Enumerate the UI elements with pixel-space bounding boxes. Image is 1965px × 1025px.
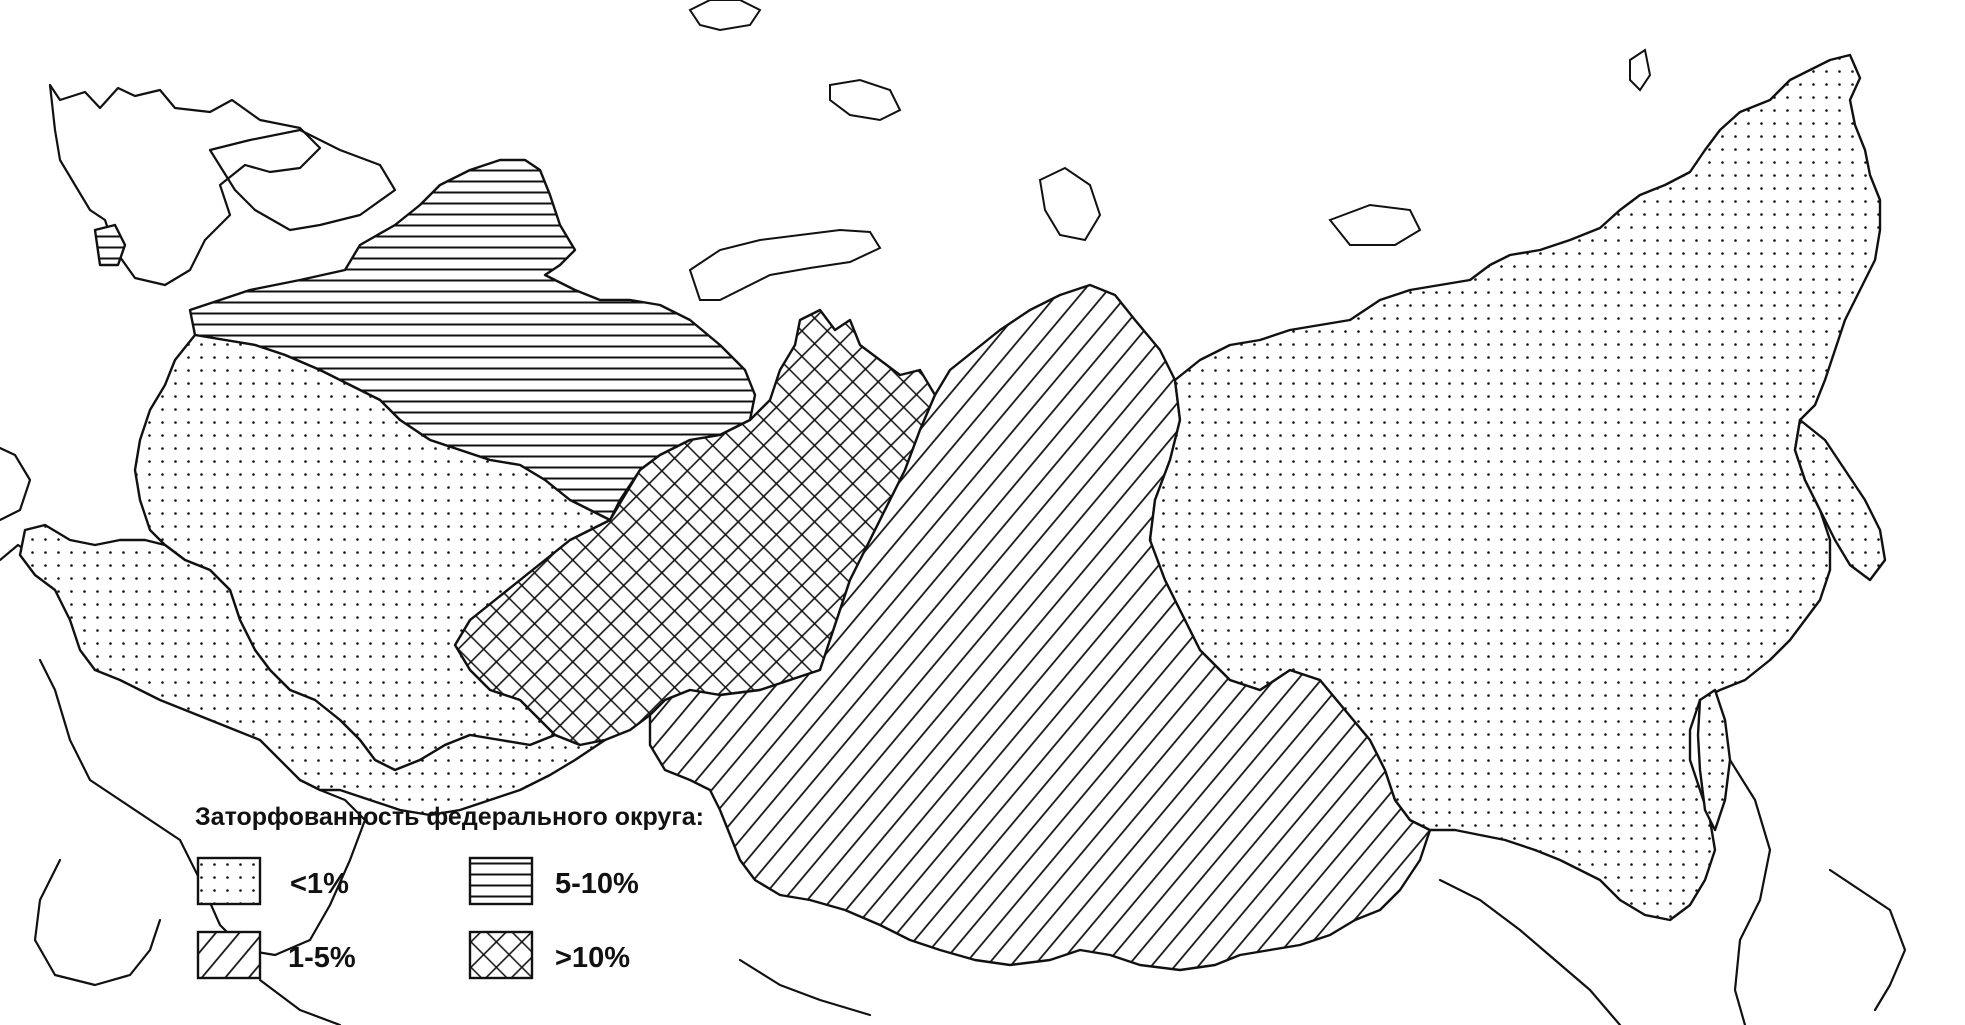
caucasus-coast xyxy=(38,658,367,957)
severnaya-zemlya xyxy=(1038,166,1102,242)
sakhalin xyxy=(1696,688,1732,832)
legend: Заторфованность федерального округа: <1%… xyxy=(195,803,704,980)
legend-swatch-high xyxy=(468,856,534,906)
mongolia-border xyxy=(738,958,872,1017)
finland-coast xyxy=(208,128,397,232)
china-border xyxy=(1438,878,1622,1025)
legend-title: Заторфованность федерального округа: xyxy=(195,803,704,831)
europe-west-coast xyxy=(0,446,32,522)
svalbard-islands xyxy=(688,0,762,32)
kamchatka xyxy=(1793,418,1887,582)
legend-swatch-low xyxy=(196,856,262,906)
franz-josef-land xyxy=(829,78,902,122)
kola-strip xyxy=(93,223,127,267)
legend-swatch-mid xyxy=(196,930,262,980)
legend-label-high: 5-10% xyxy=(555,868,639,900)
new-siberian-islands xyxy=(1328,203,1422,246)
legend-label-top: >10% xyxy=(555,942,630,974)
novaya-zemlya xyxy=(688,228,882,301)
korea-coast xyxy=(1698,718,1772,1025)
scandinavia-coast xyxy=(48,83,322,287)
region-central-southern xyxy=(18,523,607,817)
caspian-coast xyxy=(33,858,162,987)
legend-label-mid: 1-5% xyxy=(288,942,356,974)
japan-coast xyxy=(1828,868,1907,1012)
wrangel-island xyxy=(1629,48,1652,92)
legend-swatch-top xyxy=(468,930,534,980)
legend-label-low: <1% xyxy=(290,868,349,900)
central-asia-border xyxy=(258,978,342,1025)
